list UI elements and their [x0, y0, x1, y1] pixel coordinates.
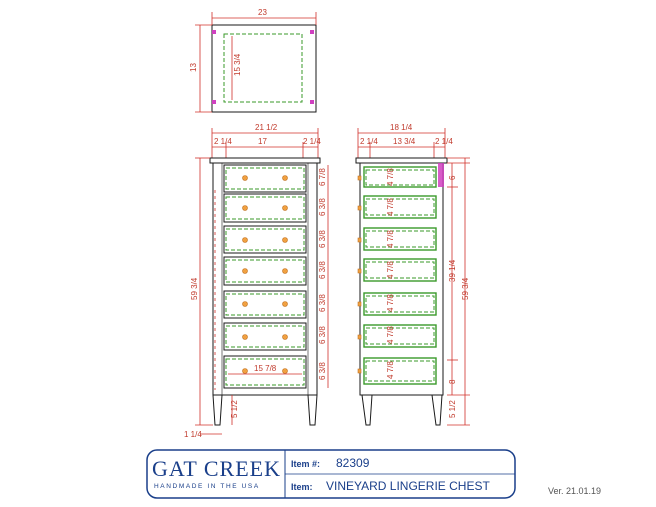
brand-tagline: HANDMADE IN THE USA	[154, 483, 260, 490]
front-top-slab	[209, 157, 321, 164]
drawer-height-label: 4 7/8	[386, 361, 395, 379]
front-left-leg	[212, 394, 223, 426]
side-case	[359, 162, 444, 396]
knob	[282, 301, 288, 307]
knob	[282, 368, 288, 374]
knob	[242, 237, 248, 243]
side-overall-depth: 18 1/4	[390, 123, 413, 132]
drawer-height-label: 6 7/8	[318, 168, 327, 186]
item-name-label: Item:	[291, 482, 313, 492]
knob	[242, 334, 248, 340]
top-view: 23 13 15 3/4	[189, 8, 317, 113]
drawer-height-label: 6 3/8	[318, 294, 327, 312]
front-drawer	[223, 322, 307, 351]
knob	[242, 301, 248, 307]
side-back-leg	[431, 394, 443, 426]
drawer-height-label: 4 7/8	[386, 261, 395, 279]
side-right: 2 1/4	[435, 137, 453, 146]
side-view: 18 1/4 2 1/4 13 3/4 2 1/4	[355, 123, 470, 426]
drawer-height-label: 4 7/8	[386, 326, 395, 344]
front-leg-height: 5 1/2	[230, 400, 239, 418]
front-drawer	[223, 193, 307, 223]
drawer-height-label: 4 7/8	[386, 168, 395, 186]
drawer-height-label: 6 3/8	[318, 326, 327, 344]
front-drawer-width: 15 7/8	[254, 364, 277, 373]
top-view-drawer	[223, 33, 303, 103]
brand-logo: GAT CREEK	[152, 456, 281, 481]
side-drawer-height-dims: 4 7/8 4 7/8 4 7/8 4 7/8 4 7/8 4 7/8 4 7/…	[386, 168, 395, 379]
front-drawer	[223, 256, 307, 286]
top-depth-label: 13	[189, 63, 198, 72]
front-center: 17	[258, 137, 267, 146]
knob	[242, 268, 248, 274]
title-block: GAT CREEK HANDMADE IN THE USA Item #: 82…	[146, 449, 601, 499]
knob	[242, 368, 248, 374]
side-center: 13 3/4	[393, 137, 416, 146]
front-right-leg	[307, 394, 318, 426]
front-view: 21 1/2 2 1/4 17 2 1/4	[184, 123, 329, 439]
front-leg-offset: 1 1/4	[184, 430, 202, 439]
side-top-slab	[355, 157, 448, 164]
version-label: Ver. 21.01.19	[548, 486, 601, 496]
drawer-height-label: 4 7/8	[386, 294, 395, 312]
front-left-side: 2 1/4	[214, 137, 232, 146]
front-drawer	[223, 164, 307, 193]
drawer-height-label: 4 7/8	[386, 230, 395, 248]
side-inner-height: 39 1/4	[448, 259, 457, 282]
top-view-outline	[211, 24, 317, 113]
knob	[282, 205, 288, 211]
front-height: 59 3/4	[190, 277, 199, 300]
front-drawer-height-dims: 6 7/8 6 3/8 6 3/8 6 3/8 6 3/8 6 3/8 6 3/…	[318, 165, 329, 388]
front-drawer	[223, 225, 307, 254]
drawer-height-label: 6 3/8	[318, 261, 327, 279]
top-width-label: 23	[258, 8, 267, 17]
knob	[282, 237, 288, 243]
drawer-height-label: 6 3/8	[318, 230, 327, 248]
front-drawers: 15 7/8	[223, 164, 307, 389]
front-drawer	[223, 290, 307, 319]
top-inner-label: 15 3/4	[233, 53, 242, 76]
knob	[242, 205, 248, 211]
corner-marker	[310, 30, 314, 34]
side-top-spacing: 6	[448, 175, 457, 180]
item-name-value: VINEYARD LINGERIE CHEST	[326, 479, 490, 493]
side-bottom-spacing: 8	[448, 379, 457, 384]
corner-marker	[212, 100, 216, 104]
drawer-height-label: 4 7/8	[386, 198, 395, 216]
item-number-label: Item #:	[291, 459, 320, 469]
front-drawer	[223, 355, 307, 389]
front-overall-width: 21 1/2	[255, 123, 278, 132]
side-leg-height: 5 1/2	[448, 400, 457, 418]
side-drawers	[357, 166, 437, 385]
knob	[282, 268, 288, 274]
knob	[242, 175, 248, 181]
side-left: 2 1/4	[360, 137, 378, 146]
corner-marker	[310, 100, 314, 104]
corner-marker	[212, 30, 216, 34]
side-front-leg	[361, 394, 373, 426]
drawer-height-label: 6 3/8	[318, 362, 327, 380]
knob	[282, 175, 288, 181]
item-number-value: 82309	[336, 456, 370, 470]
side-overall-height: 59 3/4	[461, 277, 470, 300]
drawer-height-label: 6 3/8	[318, 198, 327, 216]
knob	[282, 334, 288, 340]
front-right-side: 2 1/4	[303, 137, 321, 146]
side-back-panel-marker	[438, 163, 444, 187]
front-case	[212, 162, 318, 396]
